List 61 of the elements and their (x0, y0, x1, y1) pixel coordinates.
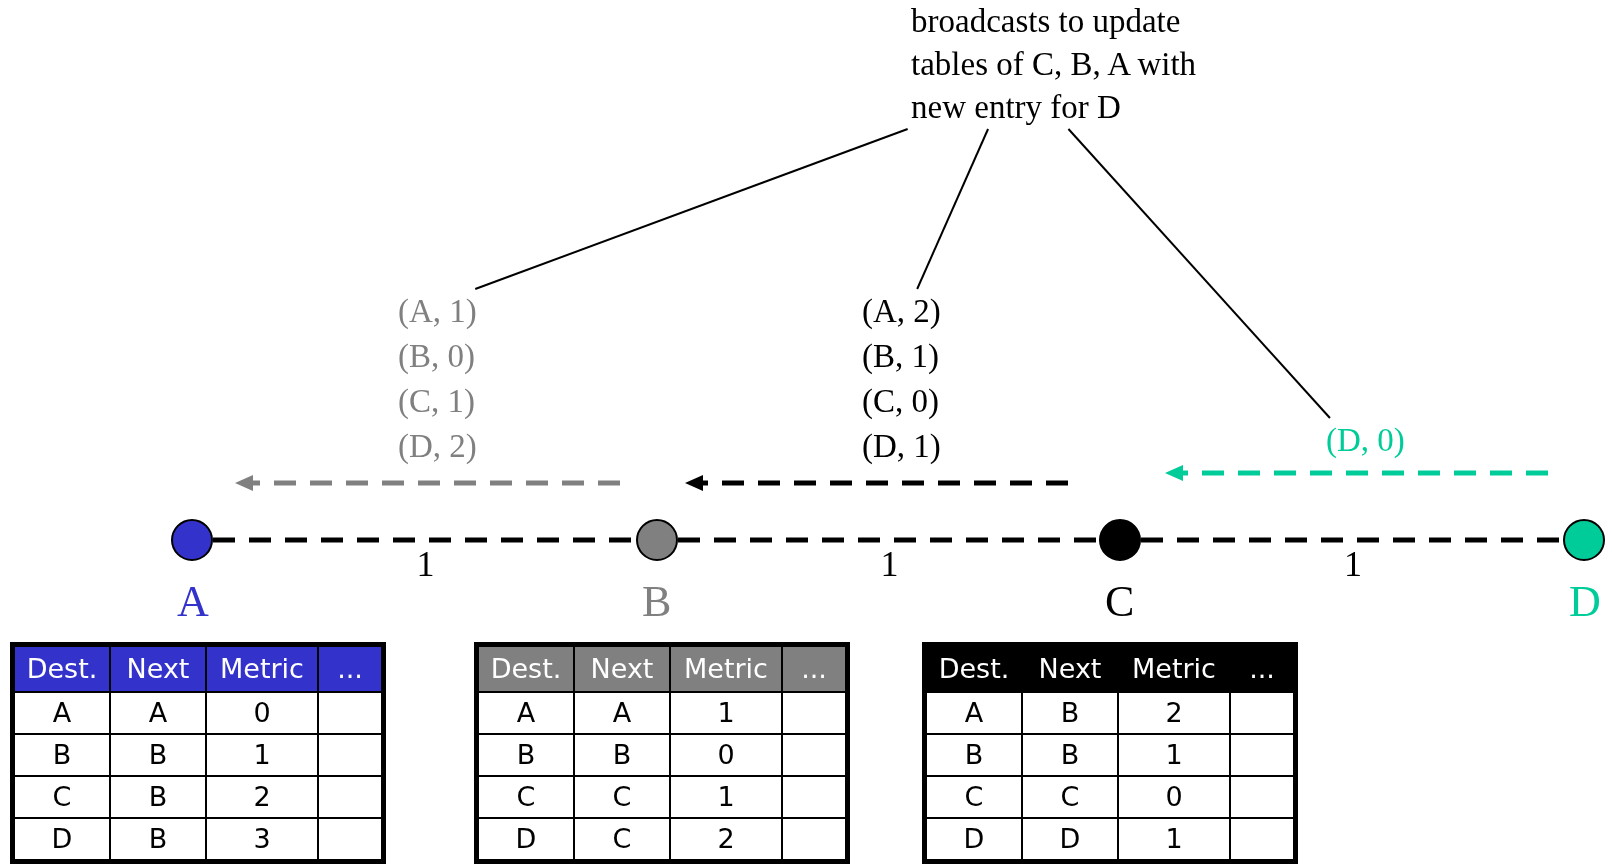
table-cell: 1 (670, 692, 782, 734)
table-header-cell: Dest. (476, 644, 574, 692)
node-label: D (1569, 579, 1601, 625)
table-cell: 2 (206, 776, 318, 818)
table-cell: B (12, 734, 110, 776)
table-header-cell: Next (110, 644, 206, 692)
table-header-cell: ... (318, 644, 384, 692)
table-cell: 0 (206, 692, 318, 734)
table-cell: C (574, 776, 670, 818)
table-header-cell: ... (782, 644, 848, 692)
table-header-cell: Dest. (924, 644, 1022, 692)
table-cell: B (574, 734, 670, 776)
distance-vector-entry: (A, 2) (862, 292, 941, 331)
leader-line (1067, 128, 1331, 419)
table-cell: C (1022, 776, 1118, 818)
node-label: B (642, 579, 672, 625)
table-header-cell: Dest. (12, 644, 110, 692)
table-header-cell: Metric (206, 644, 318, 692)
table-cell: 1 (206, 734, 318, 776)
distance-vector-entry: (D, 0) (1326, 418, 1405, 463)
leader-line (916, 128, 990, 290)
distance-vector-entry: (A, 1) (398, 292, 477, 331)
distance-vector-entry: (B, 1) (862, 337, 940, 376)
table-cell: B (110, 734, 206, 776)
distance-vector-entry: (B, 0) (398, 337, 476, 376)
table-cell: B (476, 734, 574, 776)
distance-vector-entry: (D, 2) (398, 427, 477, 466)
table-cell: 1 (670, 776, 782, 818)
table-header-cell: Metric (1118, 644, 1230, 692)
annotation-text: broadcasts to update tables of C, B, A with new entry for D (911, 0, 1246, 129)
table-cell: B (1022, 734, 1118, 776)
table-cell: B (924, 734, 1022, 776)
distance-vector-entry: (D, 1) (862, 427, 941, 466)
table-header-cell: Next (1022, 644, 1118, 692)
distance-vector-entry: (C, 1) (398, 382, 476, 421)
router-circle (1099, 519, 1141, 561)
table-cell: 2 (1118, 692, 1230, 734)
table-header-cell: ... (1230, 644, 1296, 692)
table-cell: C (924, 776, 1022, 818)
table-cell: 0 (1118, 776, 1230, 818)
router-circle (1563, 519, 1605, 561)
router-circle (636, 519, 678, 561)
distance-vector-entry: (C, 0) (862, 382, 940, 421)
table-cell: B (1022, 692, 1118, 734)
table-cell: A (110, 692, 206, 734)
node-label: A (177, 579, 209, 625)
table-cell: A (574, 692, 670, 734)
table-cell: A (12, 692, 110, 734)
node-label: C (1105, 579, 1135, 625)
table-cell: B (110, 776, 206, 818)
table-cell: C (476, 776, 574, 818)
leader-line (474, 128, 909, 290)
table-header-cell: Next (574, 644, 670, 692)
table-cell: C (12, 776, 110, 818)
table-header-cell: Metric (670, 644, 782, 692)
router-circle (171, 519, 213, 561)
table-cell: 1 (1118, 734, 1230, 776)
link-line (678, 537, 1099, 543)
table-cell: 0 (670, 734, 782, 776)
table-cell: A (476, 692, 574, 734)
table-cell: A (924, 692, 1022, 734)
